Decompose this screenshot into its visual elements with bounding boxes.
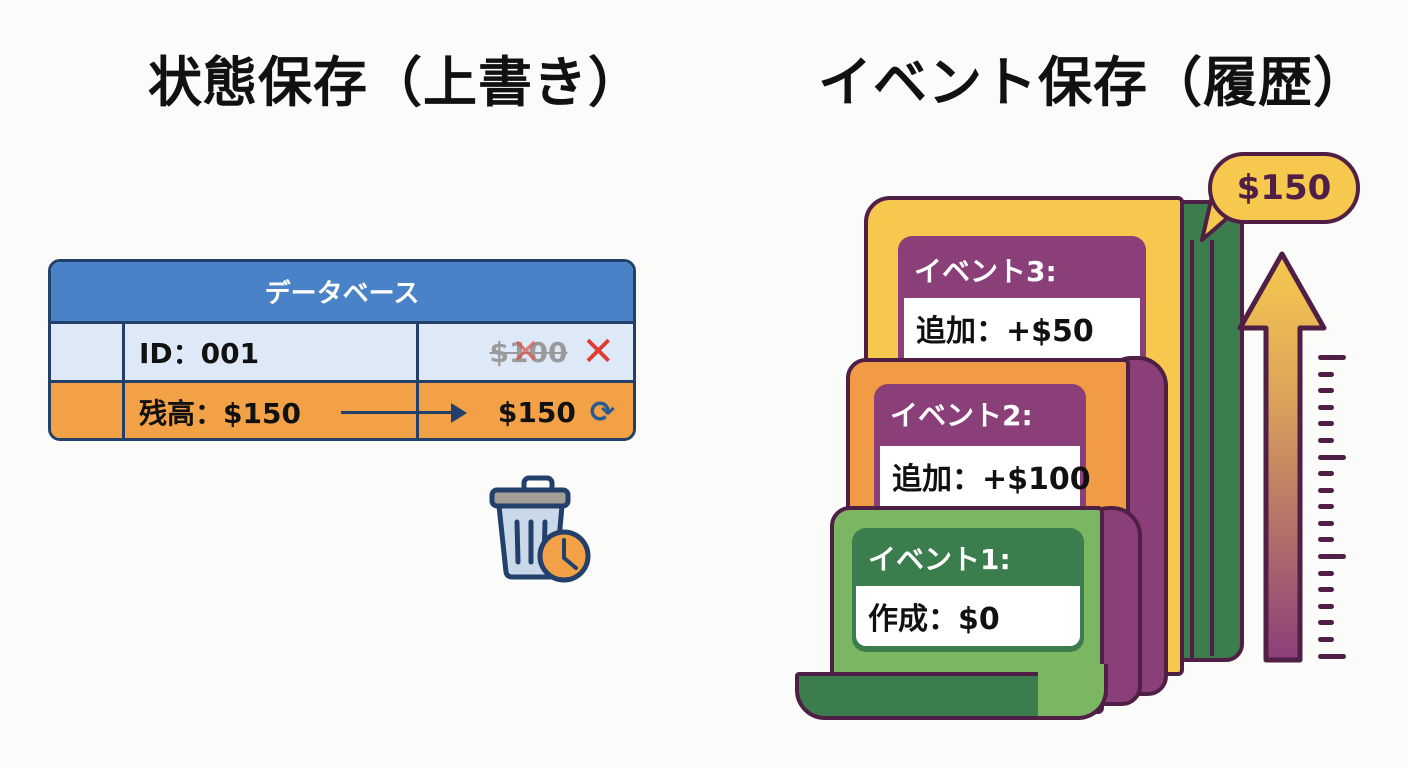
old-value-cell: $100✕ ✕	[419, 324, 633, 380]
overwrite-arrow-icon	[451, 403, 467, 423]
gauge-tick-major	[1318, 355, 1346, 360]
gauge-tick	[1318, 637, 1334, 642]
new-value-cell: $150 ⟳	[419, 383, 633, 438]
current-balance-bubble: $150	[1208, 152, 1360, 224]
gauge-tick	[1318, 604, 1334, 609]
database-header: データベース	[51, 262, 633, 324]
id-label: ID：001	[125, 324, 419, 380]
gauge-tick	[1318, 388, 1334, 393]
gauge-tick-major	[1318, 455, 1346, 460]
database-table: データベース ID：001 $100✕ ✕ 残高：$150 $150 ⟳	[48, 259, 636, 441]
gauge-tick-major	[1318, 654, 1346, 659]
scroll-bottom-curl	[795, 672, 1065, 720]
delete-x-icon: ✕	[581, 329, 615, 375]
old-value: $100✕	[489, 331, 568, 372]
overwrite-arrow-line	[341, 411, 453, 414]
refresh-icon: ⟳	[589, 394, 615, 430]
event-2-detail: 追加：+$100	[880, 446, 1091, 506]
gauge-tick	[1318, 537, 1334, 542]
event-2-label: イベント2:	[890, 399, 1033, 432]
book-page-line	[1190, 240, 1194, 658]
up-arrow-gauge-icon	[1237, 251, 1327, 663]
gauge-tick	[1318, 405, 1334, 410]
event-3-detail: 追加：+$50	[904, 298, 1140, 358]
gauge-tick	[1318, 421, 1334, 426]
row-gutter	[51, 324, 125, 380]
row-gutter	[51, 383, 125, 438]
table-row-id: ID：001 $100✕ ✕	[51, 324, 633, 383]
gauge-tick	[1318, 571, 1334, 576]
event-storage-title: イベント保存（履歴）	[818, 51, 1368, 114]
table-row-balance: 残高：$150 $150 ⟳	[51, 383, 633, 438]
gauge-tick	[1318, 488, 1334, 493]
strike-x-icon: ✕	[511, 331, 541, 372]
gauge-tick	[1318, 504, 1334, 509]
event-1-detail: 作成：$0	[856, 586, 1080, 646]
state-storage-title: 状態保存（上書き）	[148, 51, 643, 114]
event-3-label: イベント3:	[914, 255, 1057, 288]
gauge-tick	[1318, 521, 1334, 526]
gauge-tick	[1318, 587, 1334, 592]
book-page-line	[1210, 240, 1214, 656]
gauge-tick	[1318, 471, 1334, 476]
gauge-tick	[1318, 372, 1334, 377]
new-value: $150	[497, 395, 576, 429]
trash-clock-icon	[489, 475, 591, 583]
scroll-curl-end	[1038, 664, 1108, 720]
gauge-tick-major	[1318, 554, 1346, 559]
gauge-tick	[1318, 438, 1334, 443]
gauge-tick	[1318, 620, 1334, 625]
event-1-label: イベント1:	[868, 543, 1011, 576]
balance-label: 残高：$150	[125, 383, 419, 438]
